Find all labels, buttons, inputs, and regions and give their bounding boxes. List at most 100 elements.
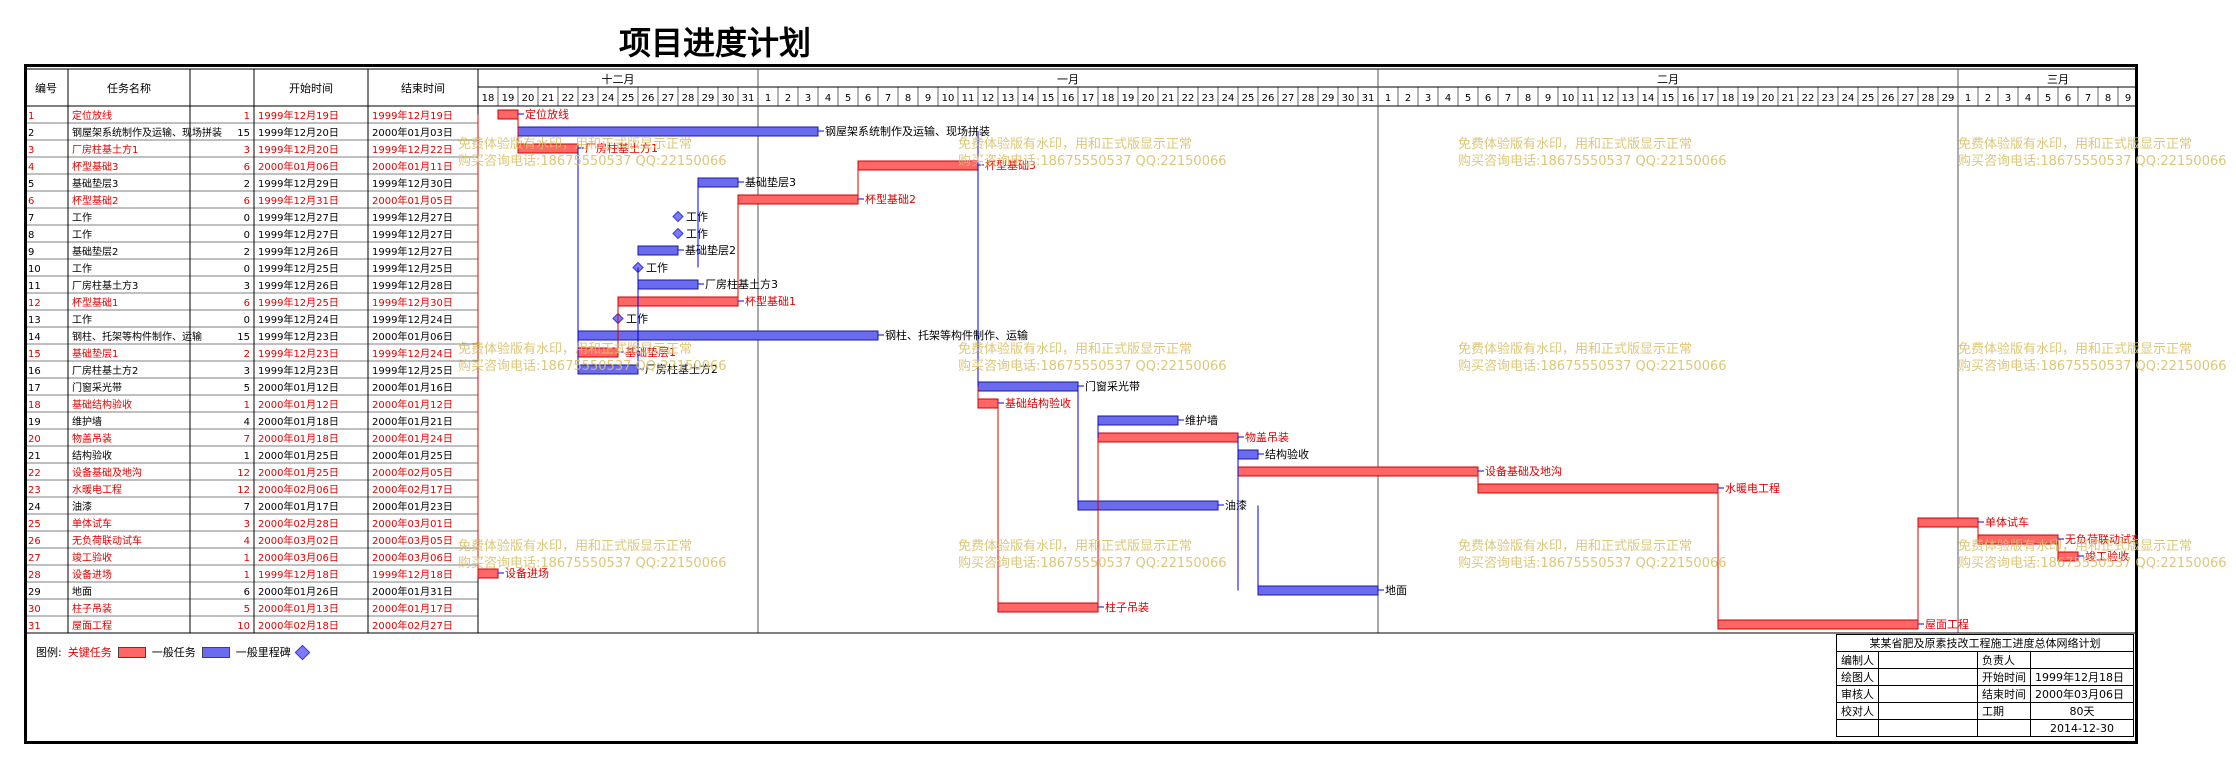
task-bar-label: 杯型基础2 xyxy=(865,192,916,206)
task-bar xyxy=(1717,619,1919,630)
day-label: 29 xyxy=(702,93,715,104)
cell-id: 25 xyxy=(28,519,41,530)
cell-start: 2000年01月18日 xyxy=(258,415,339,428)
legend-normal-swatch xyxy=(201,646,230,658)
watermark-line: 免费体验版有水印，用和正式版显示正常 xyxy=(458,539,693,554)
day-label: 5 xyxy=(845,93,851,104)
day-label: 19 xyxy=(502,93,515,104)
cell-end: 2000年01月31日 xyxy=(372,585,453,598)
cell-dur: 6 xyxy=(244,196,250,207)
cell-id: 9 xyxy=(28,247,34,258)
cell-end: 1999年12月30日 xyxy=(372,296,453,309)
day-label: 10 xyxy=(942,93,955,104)
cell-name: 地面 xyxy=(72,585,92,598)
cell-name: 基础垫层3 xyxy=(72,177,118,190)
month-label: 一月 xyxy=(1057,73,1079,86)
milestone-diamond-icon xyxy=(294,644,310,660)
cell-end: 1999年12月27日 xyxy=(372,245,453,258)
day-label: 6 xyxy=(865,93,871,104)
cell-name: 屋面工程 xyxy=(72,620,112,632)
cell-end: 1999年12月25日 xyxy=(372,364,453,377)
task-bar xyxy=(517,126,819,137)
legend: 图例: 关键任务 一般任务 一般里程碑 xyxy=(36,644,310,660)
day-label: 15 xyxy=(1662,93,1675,104)
cell-dur: 6 xyxy=(244,298,250,309)
cell-dur: 1 xyxy=(244,400,250,411)
watermark-text: 免费体验版有水印，用和正式版显示正常购买咨询电话:18675550537 QQ:… xyxy=(1458,341,1727,375)
day-label: 20 xyxy=(1142,93,1155,104)
day-label: 14 xyxy=(1022,93,1035,104)
cell-id: 26 xyxy=(28,536,41,547)
day-label: 9 xyxy=(2125,93,2131,104)
day-label: 12 xyxy=(982,93,995,104)
day-label: 29 xyxy=(1942,93,1955,104)
cell-id: 19 xyxy=(28,417,41,428)
task-bar xyxy=(497,109,519,120)
day-label: 2 xyxy=(785,93,791,104)
day-label: 8 xyxy=(2105,93,2111,104)
cell-id: 24 xyxy=(28,502,41,513)
cell-name: 单体试车 xyxy=(72,517,112,530)
task-bar-label: 设备进场 xyxy=(505,566,549,580)
cell-name: 物盖吊装 xyxy=(72,432,112,445)
watermark-text: 免费体验版有水印，用和正式版显示正常购买咨询电话:18675550537 QQ:… xyxy=(958,341,1227,375)
cell-id: 21 xyxy=(28,451,41,462)
day-label: 28 xyxy=(1922,93,1935,104)
cell-name: 水暖电工程 xyxy=(72,483,122,496)
cell-end: 2000年01月11日 xyxy=(372,160,453,173)
task-bar-label: 物盖吊装 xyxy=(1245,430,1289,444)
day-label: 5 xyxy=(2045,93,2051,104)
cell-start: 1999年12月18日 xyxy=(258,568,339,581)
cell-dur: 15 xyxy=(237,332,250,343)
task-bar-label: 工作 xyxy=(646,262,668,275)
cell-id: 5 xyxy=(28,179,34,190)
task-bar-label: 厂房柱基土方3 xyxy=(705,277,778,291)
day-label: 27 xyxy=(1902,93,1915,104)
cell-start: 1999年12月27日 xyxy=(258,211,339,224)
watermark-text: 免费体验版有水印，用和正式版显示正常购买咨询电话:18675550537 QQ:… xyxy=(1958,136,2236,170)
task-bar-label: 杯型基础1 xyxy=(745,294,796,308)
day-label: 8 xyxy=(905,93,911,104)
day-label: 4 xyxy=(825,93,831,104)
day-label: 3 xyxy=(805,93,811,104)
watermark-line: 免费体验版有水印，用和正式版显示正常 xyxy=(1458,539,1693,554)
cell-start: 2000年01月18日 xyxy=(258,432,339,445)
cell-start: 1999年12月29日 xyxy=(258,177,339,190)
column-header: 任务名称 xyxy=(107,81,151,95)
watermark-line: 购买咨询电话:18675550537 QQ:22150066 xyxy=(1958,154,2227,169)
cell-end: 1999年12月30日 xyxy=(372,177,453,190)
cell-start: 2000年02月18日 xyxy=(258,619,339,632)
day-label: 11 xyxy=(1582,93,1595,104)
watermark-text: 免费体验版有水印，用和正式版显示正常购买咨询电话:18675550537 QQ:… xyxy=(1458,538,1727,572)
watermark-line: 免费体验版有水印，用和正式版显示正常 xyxy=(1958,137,2193,152)
cell-end: 1999年12月24日 xyxy=(372,347,453,360)
cell-dur: 0 xyxy=(244,230,250,241)
day-label: 21 xyxy=(1162,93,1175,104)
cell-dur: 12 xyxy=(237,485,250,496)
day-label: 30 xyxy=(1342,93,1355,104)
watermark-line: 免费体验版有水印，用和正式版显示正常 xyxy=(1958,539,2193,554)
cell-end: 2000年01月12日 xyxy=(372,398,453,411)
day-label: 2 xyxy=(1405,93,1411,104)
task-bar-label: 钢屋架系统制作及运输、现场拼装 xyxy=(825,124,990,138)
day-label: 30 xyxy=(722,93,735,104)
info-value: 2014-12-30 xyxy=(2030,719,2134,737)
cell-dur: 10 xyxy=(237,621,250,632)
cell-end: 2000年01月16日 xyxy=(372,381,453,394)
watermark-text: 免费体验版有水印，用和正式版显示正常购买咨询电话:18675550537 QQ:… xyxy=(1958,341,2236,375)
info-key: 负责人 xyxy=(1977,651,2031,669)
task-bar xyxy=(1237,449,1259,460)
watermark-line: 免费体验版有水印，用和正式版显示正常 xyxy=(958,342,1193,357)
cell-id: 28 xyxy=(28,570,41,581)
task-bar-label: 地面 xyxy=(1385,584,1407,597)
cell-name: 杯型基础3 xyxy=(72,160,118,173)
day-label: 22 xyxy=(1802,93,1815,104)
day-label: 24 xyxy=(1842,93,1855,104)
cell-start: 2000年01月26日 xyxy=(258,585,339,598)
cell-start: 1999年12月20日 xyxy=(258,126,339,139)
task-bar-label: 无负荷联动试车 xyxy=(2065,532,2138,546)
day-label: 17 xyxy=(1702,93,1715,104)
day-label: 21 xyxy=(542,93,555,104)
task-bar-label: 厂房柱基土方2 xyxy=(645,362,718,376)
task-bar xyxy=(1237,466,1479,477)
